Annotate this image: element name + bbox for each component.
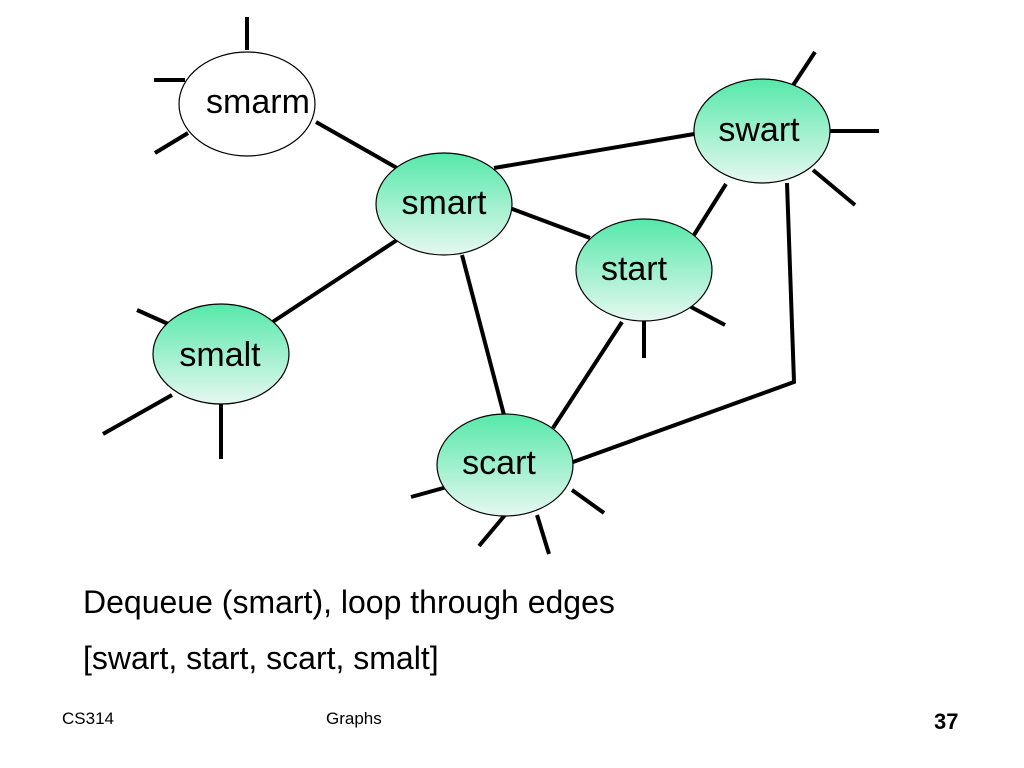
- node-scart-label: scart: [462, 444, 536, 482]
- edge-smarm-smart: [315, 120, 398, 170]
- dangling-edges: [102, 17, 879, 555]
- edge-smart-swart: [493, 131, 701, 170]
- edge-start-scart: [551, 320, 624, 430]
- node-scart-ellipse: [436, 413, 574, 517]
- node-smarm: smarm: [178, 51, 316, 157]
- node-smarm-label: smarm: [206, 83, 310, 121]
- stub-line: [477, 513, 507, 548]
- stub-line: [788, 50, 817, 92]
- edge-swart-scart: [572, 182, 797, 464]
- node-smart-label: smart: [402, 184, 488, 222]
- node-start-ellipse: [575, 218, 713, 322]
- graph-diagram: smarm smart swart start smalt scart: [102, 17, 879, 555]
- footer-title: Graphs: [326, 709, 382, 728]
- page-number: 37: [934, 709, 959, 734]
- edge-smart-smalt: [266, 238, 399, 327]
- stub-line: [153, 131, 190, 155]
- edge-swart-start: [692, 182, 728, 237]
- caption-edge-list-line: [swart, start, scart, smalt]: [83, 640, 439, 676]
- node-smalt-label: smalt: [179, 336, 261, 374]
- node-smart-ellipse: [375, 152, 513, 256]
- edge-smart-start: [506, 205, 591, 240]
- node-swart-label: swart: [718, 111, 800, 149]
- node-smalt: smalt: [152, 303, 290, 405]
- graph-nodes: smarm smart swart start smalt scart: [152, 51, 831, 517]
- node-swart-ellipse: [693, 78, 831, 184]
- stub-line: [811, 168, 857, 207]
- caption-dequeue-line: Dequeue (smart), loop through edges: [83, 584, 615, 620]
- node-start-label: start: [601, 250, 668, 288]
- stub-line: [535, 514, 551, 555]
- edge-smart-scart: [460, 254, 506, 416]
- node-smart: smart: [375, 152, 513, 256]
- node-swart: swart: [693, 78, 831, 184]
- stub-line: [690, 305, 726, 327]
- node-scart: scart: [436, 413, 574, 517]
- node-start: start: [575, 218, 713, 322]
- node-smalt-ellipse: [152, 303, 290, 405]
- footer-course: CS314: [62, 709, 114, 728]
- node-smarm-ellipse: [178, 51, 316, 157]
- stub-line: [102, 393, 173, 436]
- stub-line: [410, 485, 448, 499]
- stub-line: [570, 488, 606, 515]
- graph-edges: [266, 120, 797, 464]
